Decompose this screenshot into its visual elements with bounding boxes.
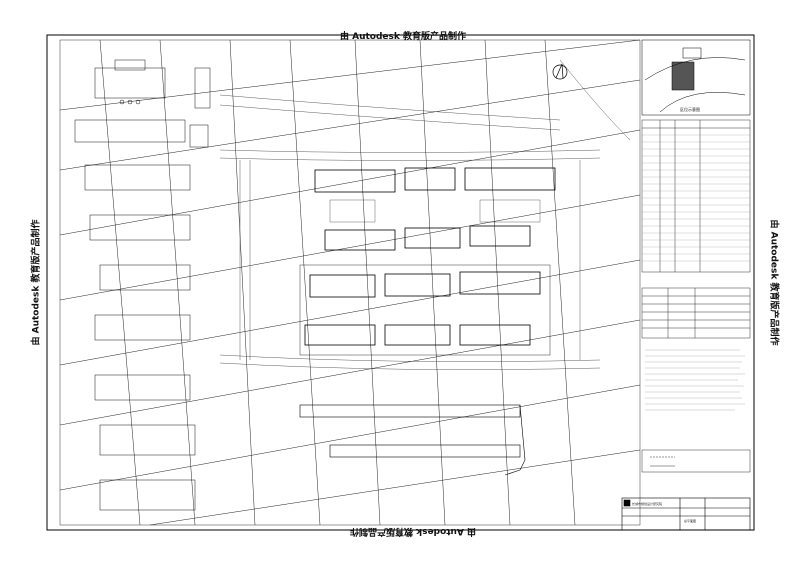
location-map [641, 39, 751, 116]
drawing-name: 总平面图 [684, 518, 696, 523]
legend [641, 449, 751, 473]
watermark-left: 由 Autodesk 教育版产品制作 [31, 219, 42, 346]
index-table [641, 119, 751, 273]
watermark-right: 由 Autodesk 教育版产品制作 [768, 219, 779, 346]
north-arrow-icon [552, 63, 568, 80]
plan-frame [59, 39, 641, 526]
unit-plans-column [74, 59, 211, 511]
sheet-border [46, 34, 755, 531]
watermark-top: 由 Autodesk 教育版产品制作 [340, 32, 467, 42]
site-roads [219, 59, 631, 370]
watermark-bottom: 由 Autodesk 教育版产品制作 [350, 526, 477, 536]
institute-name: 长城市规划设计研究院 [632, 501, 662, 506]
title-block [621, 497, 751, 531]
economic-table [641, 287, 751, 339]
location-map-label: 区位示意图 [680, 106, 700, 112]
notes-block [645, 349, 745, 411]
building-blocks [299, 167, 556, 356]
survey-grid [59, 39, 641, 526]
commercial-strip [299, 404, 526, 476]
index-table-rows [642, 134, 750, 262]
